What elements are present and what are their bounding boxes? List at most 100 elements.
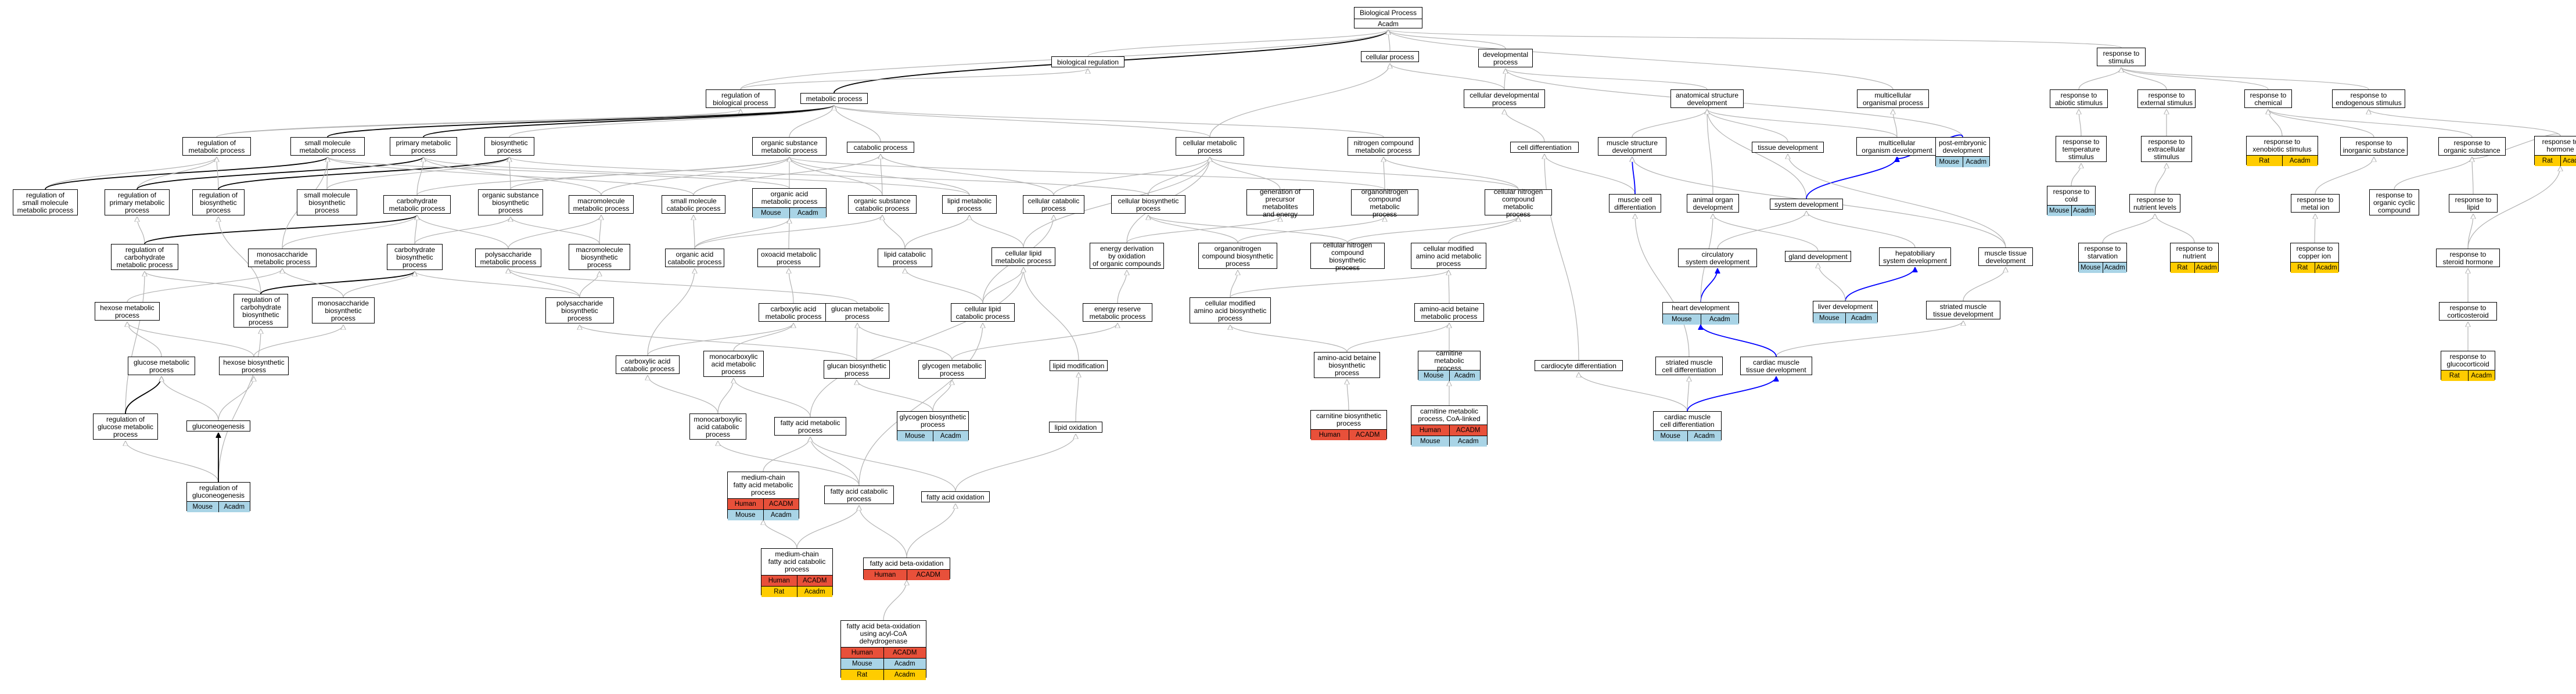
go-term-resp-stim[interactable]: response to stimulus	[2097, 48, 2146, 66]
go-term-org-sub-met[interactable]: organic substance metabolic process	[752, 137, 827, 156]
go-term-resp-chem[interactable]: response to chemical	[2244, 89, 2292, 108]
go-term-monocarb-cat[interactable]: monocarboxylic acid catabolic process	[689, 413, 746, 440]
go-term-macromol-met[interactable]: macromolecule metabolic process	[569, 195, 634, 214]
go-term-energy-deriv[interactable]: energy derivation by oxidation of organi…	[1090, 243, 1164, 269]
go-term-resp-steroid[interactable]: response to steroid hormone	[2436, 249, 2500, 267]
go-term-macromol-biosyn[interactable]: macromolecule biosynthetic process	[569, 244, 630, 270]
go-term-reg-met[interactable]: regulation of metabolic process	[182, 137, 251, 156]
go-term-mcfa-met[interactable]: medium-chain fatty acid metabolic proces…	[727, 472, 799, 520]
go-term-glucose-met[interactable]: glucose metabolic process	[128, 357, 195, 375]
go-term-reg-biosyn[interactable]: regulation of biosynthetic process	[192, 189, 245, 215]
go-term-reg-prim[interactable]: regulation of primary metabolic process	[105, 189, 170, 215]
go-term-system-dev[interactable]: system development	[1770, 199, 1843, 210]
go-term-resp-org-cyclic[interactable]: response to organic cyclic compound	[2369, 189, 2419, 215]
go-term-nitro-met[interactable]: nitrogen compound metabolic process	[1348, 137, 1420, 156]
go-term-lipid-cat[interactable]: lipid catabolic process	[878, 249, 932, 267]
go-term-gluconeo[interactable]: gluconeogenesis	[186, 420, 250, 431]
go-term-muscle-cell-diff[interactable]: muscle cell differentiation	[1609, 194, 1661, 213]
go-term-resp-abiotic[interactable]: response to abiotic stimulus	[2050, 89, 2108, 108]
go-term-cell-mod-aa-biosyn[interactable]: cellular modified amino acid biosyntheti…	[1190, 297, 1271, 323]
go-term-cell-nitro-met[interactable]: cellular nitrogen compound metabolic pro…	[1485, 188, 1552, 218]
go-term-hepatobiliary[interactable]: hepatobiliary system development	[1879, 247, 1951, 266]
go-term-cell-mod-aa-met[interactable]: cellular modified amino acid metabolic p…	[1411, 243, 1486, 269]
go-term-biosyn[interactable]: biosynthetic process	[484, 137, 534, 156]
go-term-catab[interactable]: catabolic process	[847, 142, 914, 153]
go-term-resp-orgsub[interactable]: response to organic substance	[2438, 137, 2506, 156]
go-term-fa-cat[interactable]: fatty acid catabolic process	[824, 486, 894, 504]
go-term-monocarb-met[interactable]: monocarboxylic acid metabolic process	[703, 351, 764, 377]
go-term-prim-met[interactable]: primary metabolic process	[390, 137, 457, 156]
go-term-gen-precursor[interactable]: generation of precursor metabolites and …	[1246, 188, 1314, 218]
go-term-cell-dev[interactable]: cellular developmental process	[1464, 89, 1545, 108]
go-term-glucan-met[interactable]: glucan metabolic process	[825, 303, 889, 322]
go-term-cell-biosyn[interactable]: cellular biosynthetic process	[1111, 195, 1185, 214]
go-term-fa-beta-ox-acyl[interactable]: fatty acid beta-oxidation using acyl-CoA…	[840, 620, 926, 680]
go-term-reg-carb-met[interactable]: regulation of carbohydrate metabolic pro…	[111, 244, 178, 270]
go-term-metproc[interactable]: metabolic process	[800, 93, 868, 104]
go-term-cell-cat[interactable]: cellular catabolic process	[1023, 195, 1084, 214]
go-term-multi-proc[interactable]: multicellular organismal process	[1857, 89, 1929, 108]
go-term-resp-temp[interactable]: response to temperature stimulus	[2056, 136, 2107, 162]
go-term-aa-betaine-met[interactable]: amino-acid betaine metabolic process	[1414, 303, 1484, 322]
go-term-polysacch-met[interactable]: polysaccharide metabolic process	[475, 249, 541, 267]
go-term-glucan-biosyn[interactable]: glucan biosynthetic process	[824, 360, 890, 379]
go-term-org-sub-biosyn[interactable]: organic substance biosynthetic process	[478, 189, 543, 215]
go-term-lipid-ox[interactable]: lipid oxidation	[1049, 422, 1102, 433]
go-term-glycogen-met[interactable]: glycogen metabolic process	[918, 360, 986, 379]
go-term-resp-endo[interactable]: response to endogenous stimulus	[2332, 89, 2405, 108]
go-term-aa-betaine-biosyn[interactable]: amino-acid betaine biosynthetic process	[1314, 352, 1380, 378]
go-term-reg-small-mol[interactable]: regulation of small molecule metabolic p…	[13, 189, 78, 215]
go-term-lipid-mod[interactable]: lipid modification	[1050, 360, 1108, 371]
go-term-resp-hormone[interactable]: response to hormoneRatAcadm	[2534, 136, 2576, 166]
go-term-carboxylic-cat[interactable]: carboxylic acid catabolic process	[616, 355, 680, 374]
go-term-polysacch-biosyn[interactable]: polysaccharide biosynthetic process	[545, 297, 614, 323]
go-term-resp-corticosteroid[interactable]: response to corticosteroid	[2439, 302, 2497, 321]
go-term-monosacch-met[interactable]: monosaccharide metabolic process	[248, 249, 317, 267]
go-term-cell-met[interactable]: cellular metabolic process	[1176, 137, 1244, 156]
go-term-resp-nutrient-levels[interactable]: response to nutrient levels	[2129, 194, 2180, 213]
go-term-striated-cell-diff[interactable]: striated muscle cell differentiation	[1655, 357, 1723, 375]
go-term-organonitro-met[interactable]: organonitrogen compound metabolic proces…	[1351, 188, 1418, 218]
go-term-resp-inorg[interactable]: response to inorganic substance	[2340, 137, 2408, 156]
go-term-org-sub-cat[interactable]: organic substance catabolic process	[848, 195, 917, 214]
go-term-org-acid-cat[interactable]: organic acid catabolic process	[665, 249, 724, 267]
go-term-fa-met[interactable]: fatty acid metabolic process	[774, 417, 846, 436]
go-term-monosacch-biosyn[interactable]: monosaccharide biosynthetic process	[312, 297, 375, 323]
go-term-cell-nitro-biosyn[interactable]: cellular nitrogen compound biosynthetic …	[1310, 241, 1385, 271]
go-term-tissue-dev[interactable]: tissue development	[1752, 142, 1824, 153]
go-term-organonitro-biosyn[interactable]: organonitrogen compound biosynthetic pro…	[1198, 243, 1277, 269]
go-term-mcfa-cat[interactable]: medium-chain fatty acid catabolic proces…	[761, 548, 833, 597]
go-term-cardiac-tissue[interactable]: cardiac muscle tissue development	[1740, 357, 1812, 375]
go-term-muscle-struct[interactable]: muscle structure development	[1598, 137, 1666, 156]
go-term-lipid-met[interactable]: lipid metabolic process	[942, 195, 997, 214]
go-term-multi-dev[interactable]: multicellular organism development	[1856, 137, 1938, 156]
go-term-fa-ox[interactable]: fatty acid oxidation	[921, 491, 990, 502]
go-term-energy-reserve[interactable]: energy reserve metabolic process	[1083, 303, 1152, 322]
go-term-cell-lipid-cat[interactable]: cellular lipid catabolic process	[951, 303, 1015, 322]
go-term-resp-lipid[interactable]: response to lipid	[2449, 194, 2498, 213]
go-term-oxoacid-met[interactable]: oxoacid metabolic process	[757, 249, 820, 267]
go-term-reg-carb-biosyn[interactable]: regulation of carbohydrate biosynthetic …	[233, 294, 288, 328]
go-term-cell-diff[interactable]: cell differentiation	[1510, 142, 1579, 153]
go-term-hexose-met[interactable]: hexose metabolic process	[95, 302, 160, 321]
go-term-hexose-biosyn[interactable]: hexose biosynthetic process	[219, 357, 289, 375]
go-term-cardiocyte-diff[interactable]: cardiocyte differentiation	[1535, 360, 1623, 371]
go-term-reg-glucose-met[interactable]: regulation of glucose metabolic process	[93, 413, 158, 440]
